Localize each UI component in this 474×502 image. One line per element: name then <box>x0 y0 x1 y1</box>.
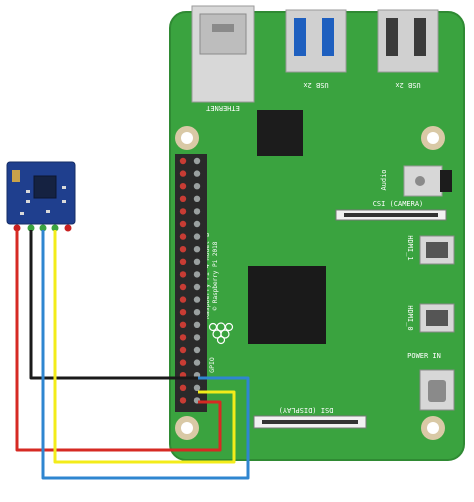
gpio-pin <box>193 271 201 278</box>
gpio-pin <box>179 258 187 265</box>
power-label: POWER IN <box>407 352 441 360</box>
gpio-pins <box>179 157 201 404</box>
hdmi0-label: HDMI_0 <box>406 305 414 330</box>
gpio-pin <box>193 258 201 265</box>
soc-chip <box>248 266 326 344</box>
gpio-pin <box>193 296 201 303</box>
module-smd-component <box>20 212 24 215</box>
raspberry-pi-board: ETHERNET USB 2x USB 2x Audio CSI (CAMERA… <box>169 5 465 461</box>
wire-red <box>15 230 222 452</box>
hdmi1-port <box>419 235 455 265</box>
gpio-label: GPIO <box>208 357 216 373</box>
gpio-pin <box>179 321 187 328</box>
module-smd-component <box>46 210 50 213</box>
gpio-pin <box>193 220 201 228</box>
power-port <box>419 369 455 411</box>
gpio-pin <box>193 321 201 328</box>
gpio-pin <box>179 334 187 341</box>
audio-label: Audio <box>380 169 388 190</box>
gpio-pin <box>179 208 187 215</box>
audio-jack <box>403 165 452 197</box>
gpio-pin <box>193 283 201 291</box>
csi-label: CSI (CAMERA) <box>373 200 424 208</box>
gpio-pin <box>179 157 187 165</box>
usb-left-label: USB 2x <box>303 81 328 89</box>
gpio-pin <box>179 397 187 404</box>
usb-right-label: USB 2x <box>395 81 420 89</box>
ethernet-port <box>191 5 255 103</box>
gpio-pin <box>179 220 187 228</box>
usb-port-right <box>377 9 439 73</box>
gpio-pin <box>179 195 187 202</box>
dsi-label: DSI (DISPLAY) <box>279 406 334 414</box>
gpio-pin <box>193 208 201 215</box>
gpio-pin <box>179 271 187 278</box>
raspberry-logo-icon <box>208 322 234 345</box>
gpio-pin <box>193 157 201 165</box>
gpio-pin <box>179 309 187 316</box>
gpio-pin <box>179 283 187 291</box>
module-smd-component <box>26 190 30 193</box>
gpio-pin <box>179 183 187 190</box>
gpio-pin <box>179 346 187 354</box>
ethernet-label: ETHERNET <box>205 104 240 112</box>
gpio-pin <box>193 170 201 177</box>
gpio-pin <box>193 346 201 354</box>
module-components <box>20 186 66 215</box>
gpio-pin <box>179 233 187 240</box>
gpio-pin <box>179 246 187 253</box>
copyright-label: © Raspberry Pi 2018 <box>212 241 219 310</box>
wire-blue <box>41 230 250 480</box>
hdmi0-port <box>419 303 455 333</box>
gpio-pin <box>193 195 201 202</box>
gpio-pin <box>179 384 187 391</box>
wires <box>15 230 250 480</box>
module-pins <box>13 224 72 232</box>
sensor-module <box>6 161 76 232</box>
gpio-pin <box>193 334 201 341</box>
module-smd-component <box>62 186 66 189</box>
gpio-pin <box>193 183 201 190</box>
gpio-pin <box>193 384 201 391</box>
module-smd-component <box>26 200 30 203</box>
gpio-pin <box>193 233 201 240</box>
gpio-pin <box>193 309 201 316</box>
usb-port-left <box>285 9 347 73</box>
gpio-header <box>175 154 207 412</box>
hdmi1-label: HDMI_1 <box>406 235 414 260</box>
gpio-pin <box>179 296 187 303</box>
mounting-holes <box>175 126 445 440</box>
gpio-pin <box>193 359 201 366</box>
wire-yellow <box>53 230 236 464</box>
usb-controller-chip <box>257 110 303 156</box>
module-smd-component <box>62 200 66 203</box>
gpio-pin <box>193 246 201 253</box>
wire-black <box>29 230 198 380</box>
gpio-pin <box>179 170 187 177</box>
gpio-pin <box>179 359 187 366</box>
